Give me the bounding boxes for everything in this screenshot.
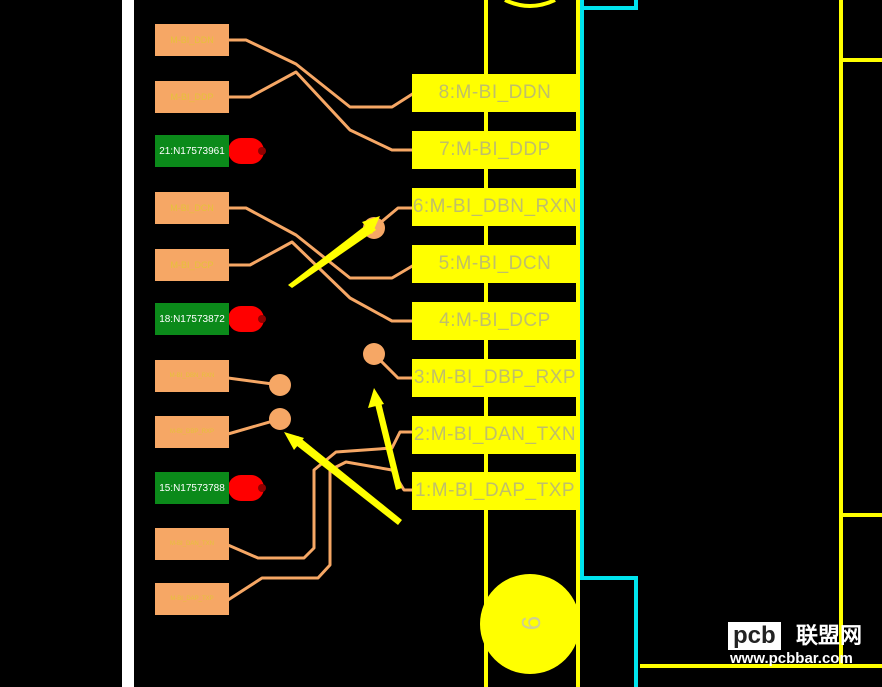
via-dbp-left [269, 408, 291, 430]
board-edge-line [122, 0, 134, 687]
test-point-label: 21:N17573961 [159, 145, 225, 157]
connector-pad-label: 7:M-BI_DDP [439, 139, 551, 160]
connector-pad-1: 1:M-BI_DAP_TXP [412, 472, 578, 510]
arrow-middle-head [368, 388, 384, 408]
watermark-logo: pcb [728, 622, 781, 650]
watermark-url: www.pcbbar.com [730, 650, 853, 667]
trace-ddn [228, 38, 415, 109]
mount-hole-label: 9 [516, 615, 547, 631]
test-point-21: 21:N17573961 [155, 135, 229, 167]
arrow-lower-head [284, 432, 304, 450]
trace-dcn [228, 206, 415, 280]
left-pad-ddn: M-BI_DDN [155, 24, 229, 56]
arrow-upper [288, 222, 376, 288]
trace-dbp-right [372, 352, 414, 380]
trace-ddp [228, 70, 414, 152]
connector-pad-label: 8:M-BI_DDN [438, 82, 552, 103]
left-pad-label: M-BI_DBN_RXN [169, 372, 215, 379]
connector-pad-2: 2:M-BI_DAN_TXN [412, 416, 578, 454]
connector-pad-4: 4:M-BI_DCP [412, 302, 578, 340]
connector-pad-label: 6:M-BI_DBN_RXN [412, 196, 578, 217]
left-pad-label: M-BI_DCN [170, 203, 214, 213]
watermark-cn-text: 联盟网 [796, 623, 863, 648]
left-pad-dbp: M-BI_DBP_RXP [155, 416, 229, 448]
left-pad-dbn: M-BI_DBN_RXN [155, 360, 229, 392]
testpoint-head-21 [228, 138, 264, 164]
arrow-upper-head [362, 216, 380, 234]
testpoint-dot-18 [258, 315, 266, 323]
connector-pad-label: 2:M-BI_DAN_TXN [413, 424, 577, 445]
component-outline [580, 0, 638, 687]
connector-pad-label: 3:M-BI_DBP_RXP [413, 367, 577, 388]
left-pad-label: M-BI_DCP [170, 260, 214, 270]
left-pad-label: M-BI_DDP [170, 92, 214, 102]
testpoint-head-15 [228, 475, 264, 501]
top-hole-arc [504, 0, 556, 8]
trace-dcp [228, 240, 414, 323]
test-point-15: 15:N17573788 [155, 472, 229, 504]
testpoint-dot-15 [258, 484, 266, 492]
connector-pad-3: 3:M-BI_DBP_RXP [412, 359, 578, 397]
mount-hole-9 [480, 574, 580, 674]
connector-pad-label: 4:M-BI_DCP [439, 310, 551, 331]
left-pad-dcp: M-BI_DCP [155, 249, 229, 281]
test-point-label: 18:N17573872 [159, 313, 225, 325]
test-point-label: 15:N17573788 [159, 482, 225, 494]
connector-pad-7: 7:M-BI_DDP [412, 131, 578, 169]
left-pad-dan: M-BI_DAN_TXN [155, 528, 229, 560]
left-pad-label: M-BI_DBP_RXP [169, 428, 214, 435]
arrow-lower [292, 436, 402, 525]
connector-pad-5: 5:M-BI_DCN [412, 245, 578, 283]
left-pad-dcn: M-BI_DCN [155, 192, 229, 224]
testpoint-dot-21 [258, 147, 266, 155]
test-point-18: 18:N17573872 [155, 303, 229, 335]
connector-pad-label: 1:M-BI_DAP_TXP [414, 480, 576, 501]
left-pad-dap: M-BI_DAP_TXP [155, 583, 229, 615]
left-pad-label: M-BI_DAP_TXP [170, 595, 214, 602]
connector-pad-label: 5:M-BI_DCN [438, 253, 552, 274]
left-pad-ddp: M-BI_DDP [155, 81, 229, 113]
left-pad-label: M-BI_DDN [170, 35, 214, 45]
trace-dan [227, 430, 414, 560]
via-dbp-right [363, 343, 385, 365]
left-pad-label: M-BI_DAN_TXN [169, 540, 214, 547]
testpoint-head-18 [228, 306, 264, 332]
connector-pad-8: 8:M-BI_DDN [412, 74, 578, 112]
arrow-middle [374, 398, 402, 490]
connector-pad-6: 6:M-BI_DBN_RXN [412, 188, 578, 226]
via-dbn-left [269, 374, 291, 396]
